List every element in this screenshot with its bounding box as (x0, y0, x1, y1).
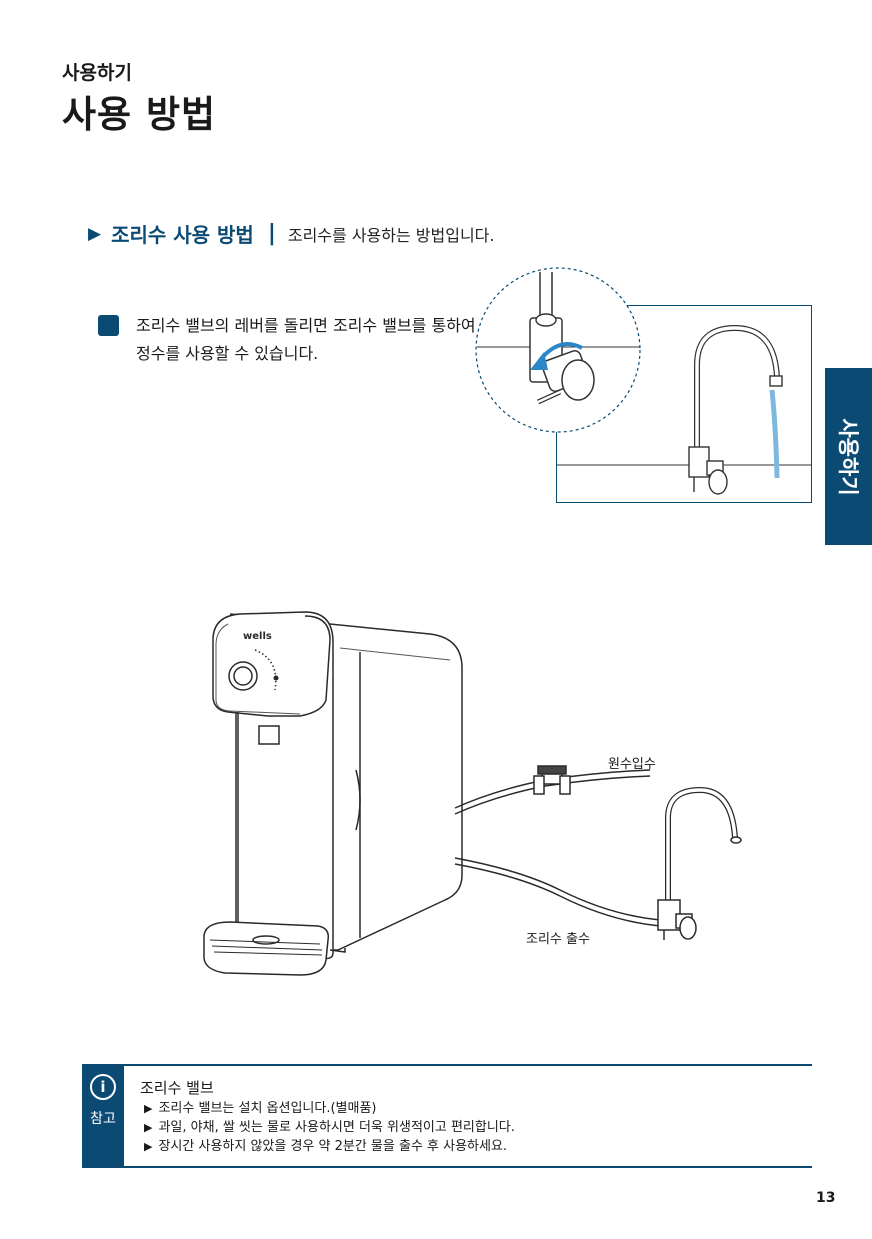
hose-and-faucet-illustration (454, 765, 742, 940)
water-stream (769, 389, 780, 479)
side-chapter-tab: 사용하기 (825, 368, 872, 545)
note-list: 조리수 밸브는 설치 옵션입니다.(별매품) 과일, 야채, 쌀 씻는 물로 사… (144, 1099, 515, 1156)
purifier-illustration (203, 611, 463, 976)
subsection-description: 조리수를 사용하는 방법입니다. (287, 225, 495, 245)
inlet-label: 원수입수 (608, 757, 656, 772)
note-item: 장시간 사용하지 않았을 경우 약 2분간 물을 출수 후 사용하세요. (144, 1137, 515, 1156)
heading-separator: | (267, 221, 276, 246)
section-label: 사용하기 (62, 62, 132, 84)
reference-note: i 참고 조리수 밸브 조리수 밸브는 설치 옵션입니다.(별매품) 과일, 야… (82, 1064, 812, 1168)
outlet-label: 조리수 출수 (526, 932, 590, 947)
subsection-heading: ▶ 조리수 사용 방법 | 조리수를 사용하는 방법입니다. (88, 219, 494, 248)
valve-zoom-circle (475, 267, 641, 433)
bullet-square-icon (98, 315, 119, 336)
note-sidebar: i 참고 (82, 1066, 124, 1166)
page-number: 13 (816, 1190, 836, 1206)
page-title: 사용 방법 (62, 93, 217, 136)
note-item: 과일, 야채, 쌀 씻는 물로 사용하시면 더욱 위생적이고 편리합니다. (144, 1118, 514, 1137)
info-icon: i (90, 1074, 116, 1100)
note-title: 조리수 밸브 (140, 1079, 214, 1097)
note-ref-label: 참고 (90, 1111, 116, 1127)
triangle-marker-icon: ▶ (88, 223, 102, 244)
instruction-text: 조리수 밸브의 레버를 돌리면 조리수 밸브를 통하여 정수를 사용할 수 있습… (136, 316, 476, 363)
subsection-title: 조리수 사용 방법 (111, 223, 254, 247)
faucet-detail-illustration (557, 324, 811, 495)
brand-logo: wells (243, 631, 272, 642)
note-item: 조리수 밸브는 설치 옵션입니다.(별매품) (144, 1099, 515, 1118)
